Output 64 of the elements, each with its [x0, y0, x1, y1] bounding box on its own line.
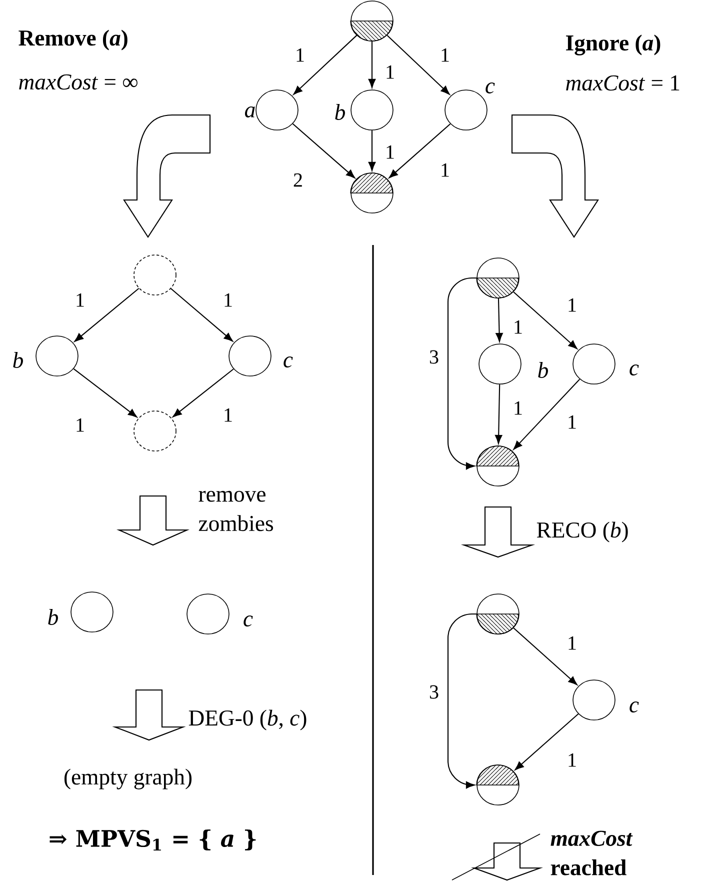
annotation: (empty graph)	[64, 768, 192, 790]
edge-label: 1	[74, 417, 86, 433]
arrow	[447, 613, 477, 789]
arrow	[386, 34, 450, 95]
arrow	[172, 368, 234, 418]
arrow	[496, 298, 503, 342]
edge-label: 1	[438, 162, 452, 178]
hatched-circle	[476, 764, 520, 806]
edge-label: 1	[566, 635, 578, 651]
edge-label: 1	[512, 319, 524, 335]
arrow	[447, 277, 477, 470]
node-label: c	[284, 356, 293, 368]
edge-label: 1	[384, 64, 396, 80]
arrow	[293, 34, 358, 95]
edge-label: 1	[384, 144, 396, 160]
arrow	[73, 368, 138, 418]
node-label: c	[630, 364, 639, 376]
edge-label: 1	[512, 400, 524, 416]
node-label: c	[244, 616, 253, 626]
edge-label: 2	[292, 172, 304, 188]
heading: Remove (a)	[18, 30, 128, 50]
dashed-circle	[134, 254, 176, 296]
arrow	[170, 288, 233, 342]
edge-label: 3	[428, 684, 440, 700]
arrow	[495, 384, 502, 444]
edge-label: 1	[566, 752, 578, 768]
arrow	[513, 292, 578, 350]
node-label: b	[538, 362, 548, 378]
annotation: maxCost = ∞	[19, 74, 138, 90]
node-label: b	[48, 609, 58, 625]
hatched-circle	[476, 446, 520, 486]
arrow	[292, 123, 356, 178]
dashed-circle	[134, 410, 176, 452]
node-label: a	[245, 106, 255, 118]
arrow	[513, 378, 580, 450]
edge-label: 1	[294, 47, 306, 63]
edge-label: 1	[438, 47, 452, 63]
arrow	[368, 130, 376, 171]
arrow	[74, 288, 140, 342]
node-label: b	[13, 352, 23, 368]
annotation: RECO (b)	[536, 522, 628, 542]
hatched-circle	[350, 172, 394, 214]
edge-label: 1	[222, 292, 234, 308]
edge-label: 1	[74, 292, 86, 308]
annotation: DEG-0 (b, c)	[188, 710, 306, 730]
node-label: b	[335, 104, 345, 120]
edge-label: 1	[566, 297, 578, 313]
hatched-circle	[350, 0, 394, 42]
heading: Ignore (a)	[566, 34, 660, 56]
arrow	[388, 123, 451, 178]
edge-label: 1	[222, 407, 234, 423]
result-text: ⇒ MPVS$_{1}$ = { a }	[50, 829, 256, 851]
annotation: maxCost = 1	[566, 75, 680, 91]
arrow	[514, 714, 579, 770]
arrow	[368, 41, 376, 88]
annotation: remove zombies	[198, 490, 273, 532]
node-label: c	[630, 702, 639, 712]
arrow	[513, 628, 578, 686]
node-label: c	[486, 82, 495, 94]
hatched-circle	[476, 258, 520, 298]
hatched-circle	[476, 594, 520, 634]
annotation: maxCost reached	[550, 830, 633, 876]
edge-label: 1	[566, 414, 578, 430]
edge-label: 3	[428, 348, 440, 366]
